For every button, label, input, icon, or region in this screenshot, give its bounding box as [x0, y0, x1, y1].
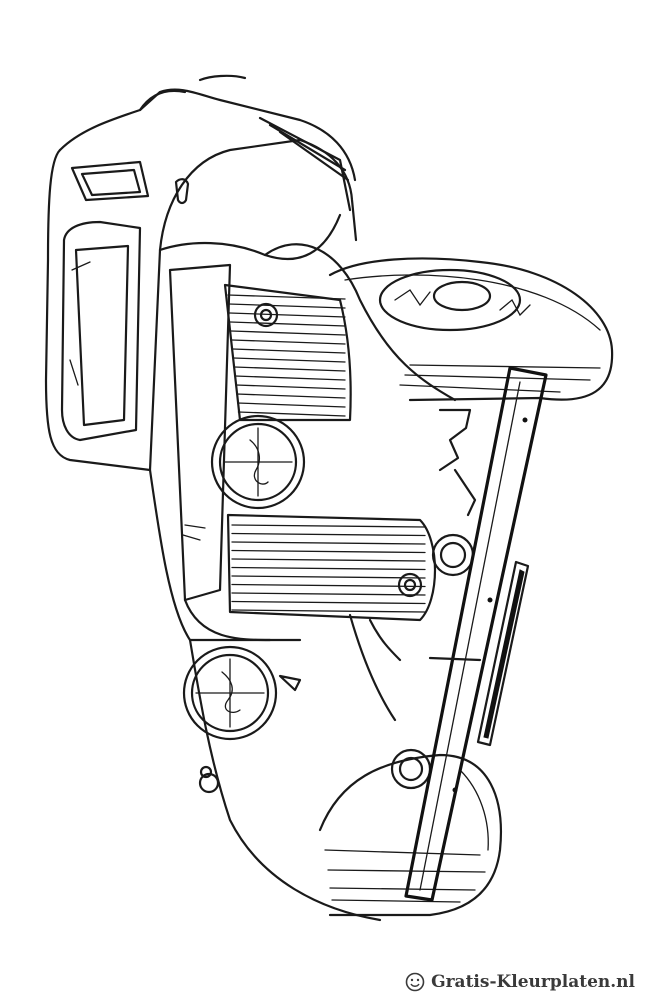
grille-slat — [231, 600, 426, 605]
grille-slat — [231, 558, 426, 562]
grille-slat — [231, 575, 426, 579]
smiley-icon — [405, 972, 425, 992]
grille-slat — [231, 583, 426, 588]
grille-slat — [231, 592, 426, 596]
suspension-parts — [182, 408, 482, 722]
grille-slat — [228, 303, 346, 309]
lower-grille — [226, 513, 436, 622]
grille-slat — [231, 549, 426, 554]
grille-slat — [236, 393, 346, 399]
grille-slat — [231, 609, 426, 613]
grille-slat — [231, 566, 426, 571]
grille-slat — [228, 312, 346, 318]
door-handle — [174, 178, 190, 205]
front-bumper — [404, 366, 548, 902]
front-tire — [318, 753, 502, 917]
grille-slat — [235, 384, 346, 390]
grille-slat — [234, 375, 346, 381]
grille-slat — [232, 357, 346, 363]
bumper-guard — [476, 560, 530, 747]
grille-slat — [229, 321, 346, 327]
grille-slat — [231, 532, 426, 537]
upper-grille — [223, 283, 352, 422]
watermark: Gratis-Kleurplaten.nl — [405, 972, 635, 992]
headlight-upper — [210, 414, 306, 510]
watermark-text: Gratis-Kleurplaten.nl — [431, 972, 635, 992]
grille-slat — [230, 330, 346, 336]
grille-slat — [231, 524, 426, 528]
hood-and-fenders — [148, 213, 457, 922]
grille-slat — [233, 366, 346, 372]
rear-tire — [328, 257, 614, 402]
grille-slat — [231, 339, 346, 345]
grille-slat — [232, 348, 346, 354]
grille-slat — [236, 402, 346, 408]
grille-slat — [237, 411, 346, 417]
cab-body — [44, 74, 358, 472]
grille-slat — [231, 541, 426, 545]
side-windows — [60, 160, 150, 442]
grille-slat — [227, 294, 346, 300]
headlight-lower — [182, 645, 278, 741]
